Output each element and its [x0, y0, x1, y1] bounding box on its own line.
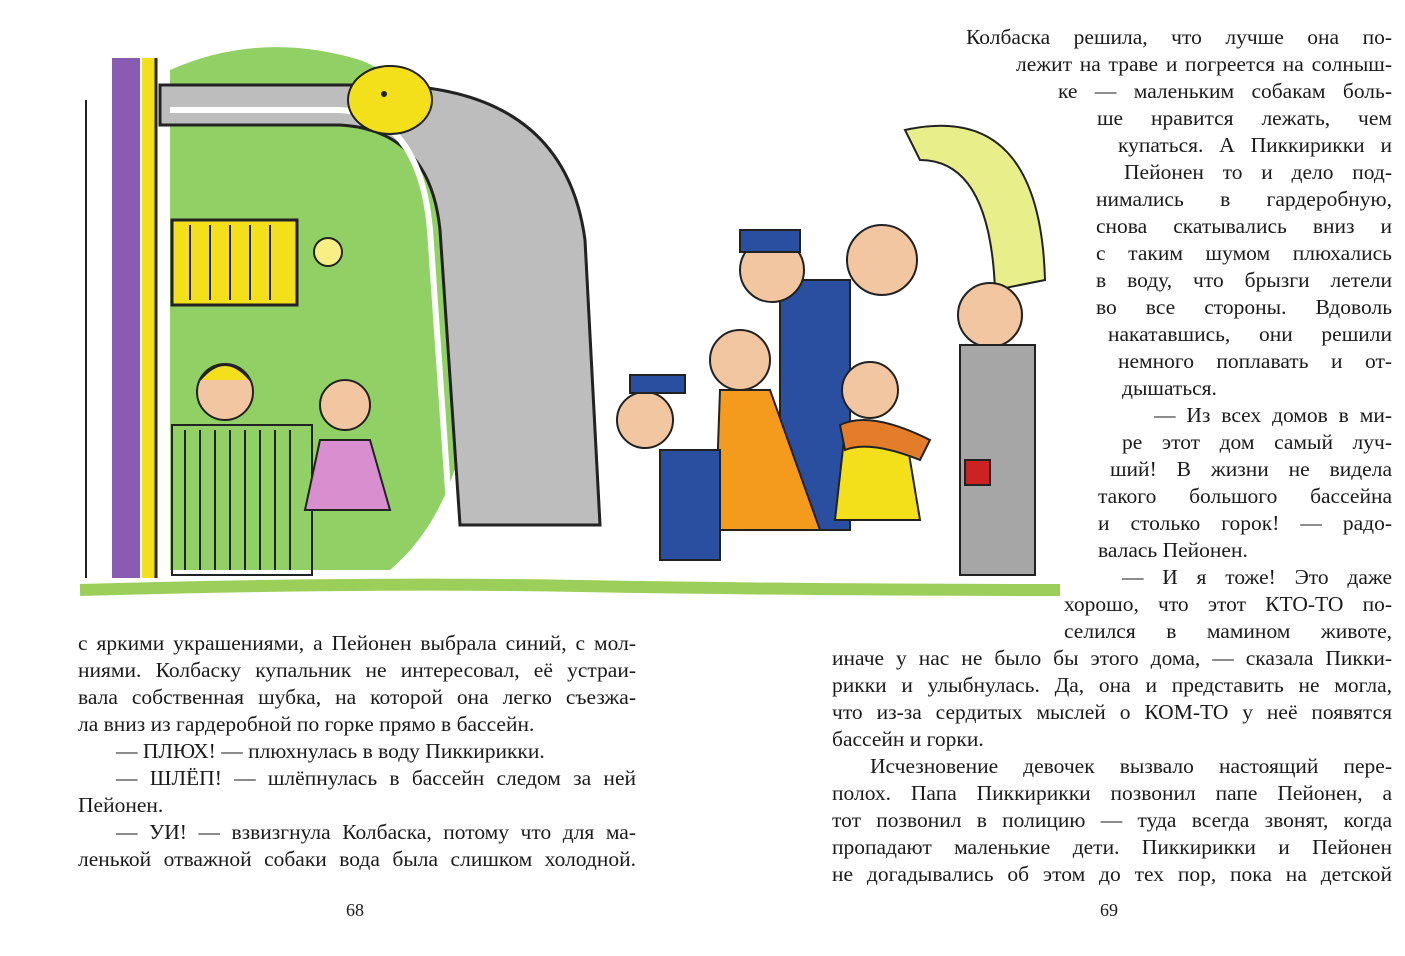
- text-line: Колбаска решила, что лучше она по-: [966, 25, 1392, 49]
- text-line: накатавшись, они решили: [1108, 322, 1392, 346]
- text-line: ше нравится лежать, чем: [1097, 106, 1392, 130]
- text-line: нимались в гардеробную,: [1096, 187, 1392, 211]
- text-line: ший! В жизни не видела: [1110, 457, 1392, 481]
- girl-peyonen: [303, 379, 392, 511]
- yellow-dog: [347, 65, 433, 135]
- text-line: ре этот дом самый луч-: [1122, 430, 1392, 454]
- text-line: лежит на траве и погреется на солныш-: [1016, 52, 1392, 76]
- text-line: — УИ! — взвизгнула Колбаска, потому что …: [116, 820, 636, 844]
- text-line: селился в мамином животе,: [1064, 619, 1392, 643]
- crowd: [616, 124, 1047, 576]
- text-line: что из-за сердитых мыслей о КОМ-ТО у неё…: [832, 700, 1392, 724]
- text-line: не догадывались об этом до тех пор, пока…: [832, 862, 1392, 886]
- purple-wall: [112, 58, 140, 578]
- text-line: и столько горок! — радо-: [1098, 511, 1392, 535]
- yellow-stripe: [142, 58, 156, 578]
- text-line: Пейонен.: [78, 793, 164, 817]
- text-line: ке — маленьким собакам боль-: [1058, 79, 1392, 103]
- text-line: ленькой отважной собаки вода была слишко…: [78, 847, 636, 871]
- text-line: с таким шумом плюхались: [1096, 241, 1392, 265]
- radiator: [170, 218, 299, 307]
- text-line: — И я тоже! Это даже: [1122, 565, 1392, 589]
- text-line: Пейонен то и дело под-: [1124, 160, 1392, 184]
- text-line: с яркими украшениями, а Пейонен выбрала …: [78, 631, 636, 655]
- text-line: бассейн и горки.: [832, 727, 984, 751]
- text-line: такого большого бассейна: [1098, 484, 1392, 508]
- text-line: Исчезновение девочек вызвало настоящий п…: [870, 754, 1392, 778]
- slide: [158, 83, 602, 527]
- text-line: хорошо, что этот КТО-ТО по-: [1064, 592, 1392, 616]
- girl-pikkirikki: [196, 363, 254, 421]
- text-line: — Из всех домов в ми-: [1154, 403, 1392, 427]
- text-line: рикки и улыбнулась. Да, она и представит…: [832, 673, 1392, 697]
- text-line: иначе у нас не было бы этого дома, — ска…: [832, 646, 1392, 670]
- page-number-left: 68: [346, 900, 364, 920]
- text-line: купаться. А Пиккирикки и: [1118, 133, 1392, 157]
- text-line: во все стороны. Вдоволь: [1096, 295, 1392, 319]
- striped-arm: [903, 124, 1047, 292]
- text-line: пропадают маленькие дети. Пиккирикки и П…: [832, 835, 1392, 859]
- illustration: [79, 47, 1060, 596]
- text-line: вала собственная шубка, на которой она л…: [78, 685, 636, 709]
- text-line: немного поплавать и от-: [1118, 349, 1392, 373]
- text-line: тот позвонил в полицию — туда всегда зво…: [832, 808, 1392, 832]
- page-number-right: 69: [1100, 900, 1118, 920]
- text-line: снова скатывались вниз и: [1096, 214, 1392, 238]
- text-line: полох. Папа Пиккирикки позвонил папе Пей…: [832, 781, 1392, 805]
- grass-line: [79, 578, 1060, 596]
- lamp: [313, 237, 343, 267]
- text-line: — ПЛЮХ! — плюхнулась в воду Пиккирикки.: [116, 739, 545, 763]
- text-line: валась Пейонен.: [1098, 538, 1248, 562]
- text-line: ниями. Колбаску купальник не интересовал…: [78, 658, 636, 682]
- text-line: — ШЛЁП! — шлёпнулась в бассейн следом за…: [116, 766, 636, 790]
- text-line: дышаться.: [1122, 376, 1217, 400]
- text-line: в воду, что брызги летели: [1096, 268, 1392, 292]
- text-line: ла вниз из гардеробной по горке прямо в …: [78, 712, 535, 736]
